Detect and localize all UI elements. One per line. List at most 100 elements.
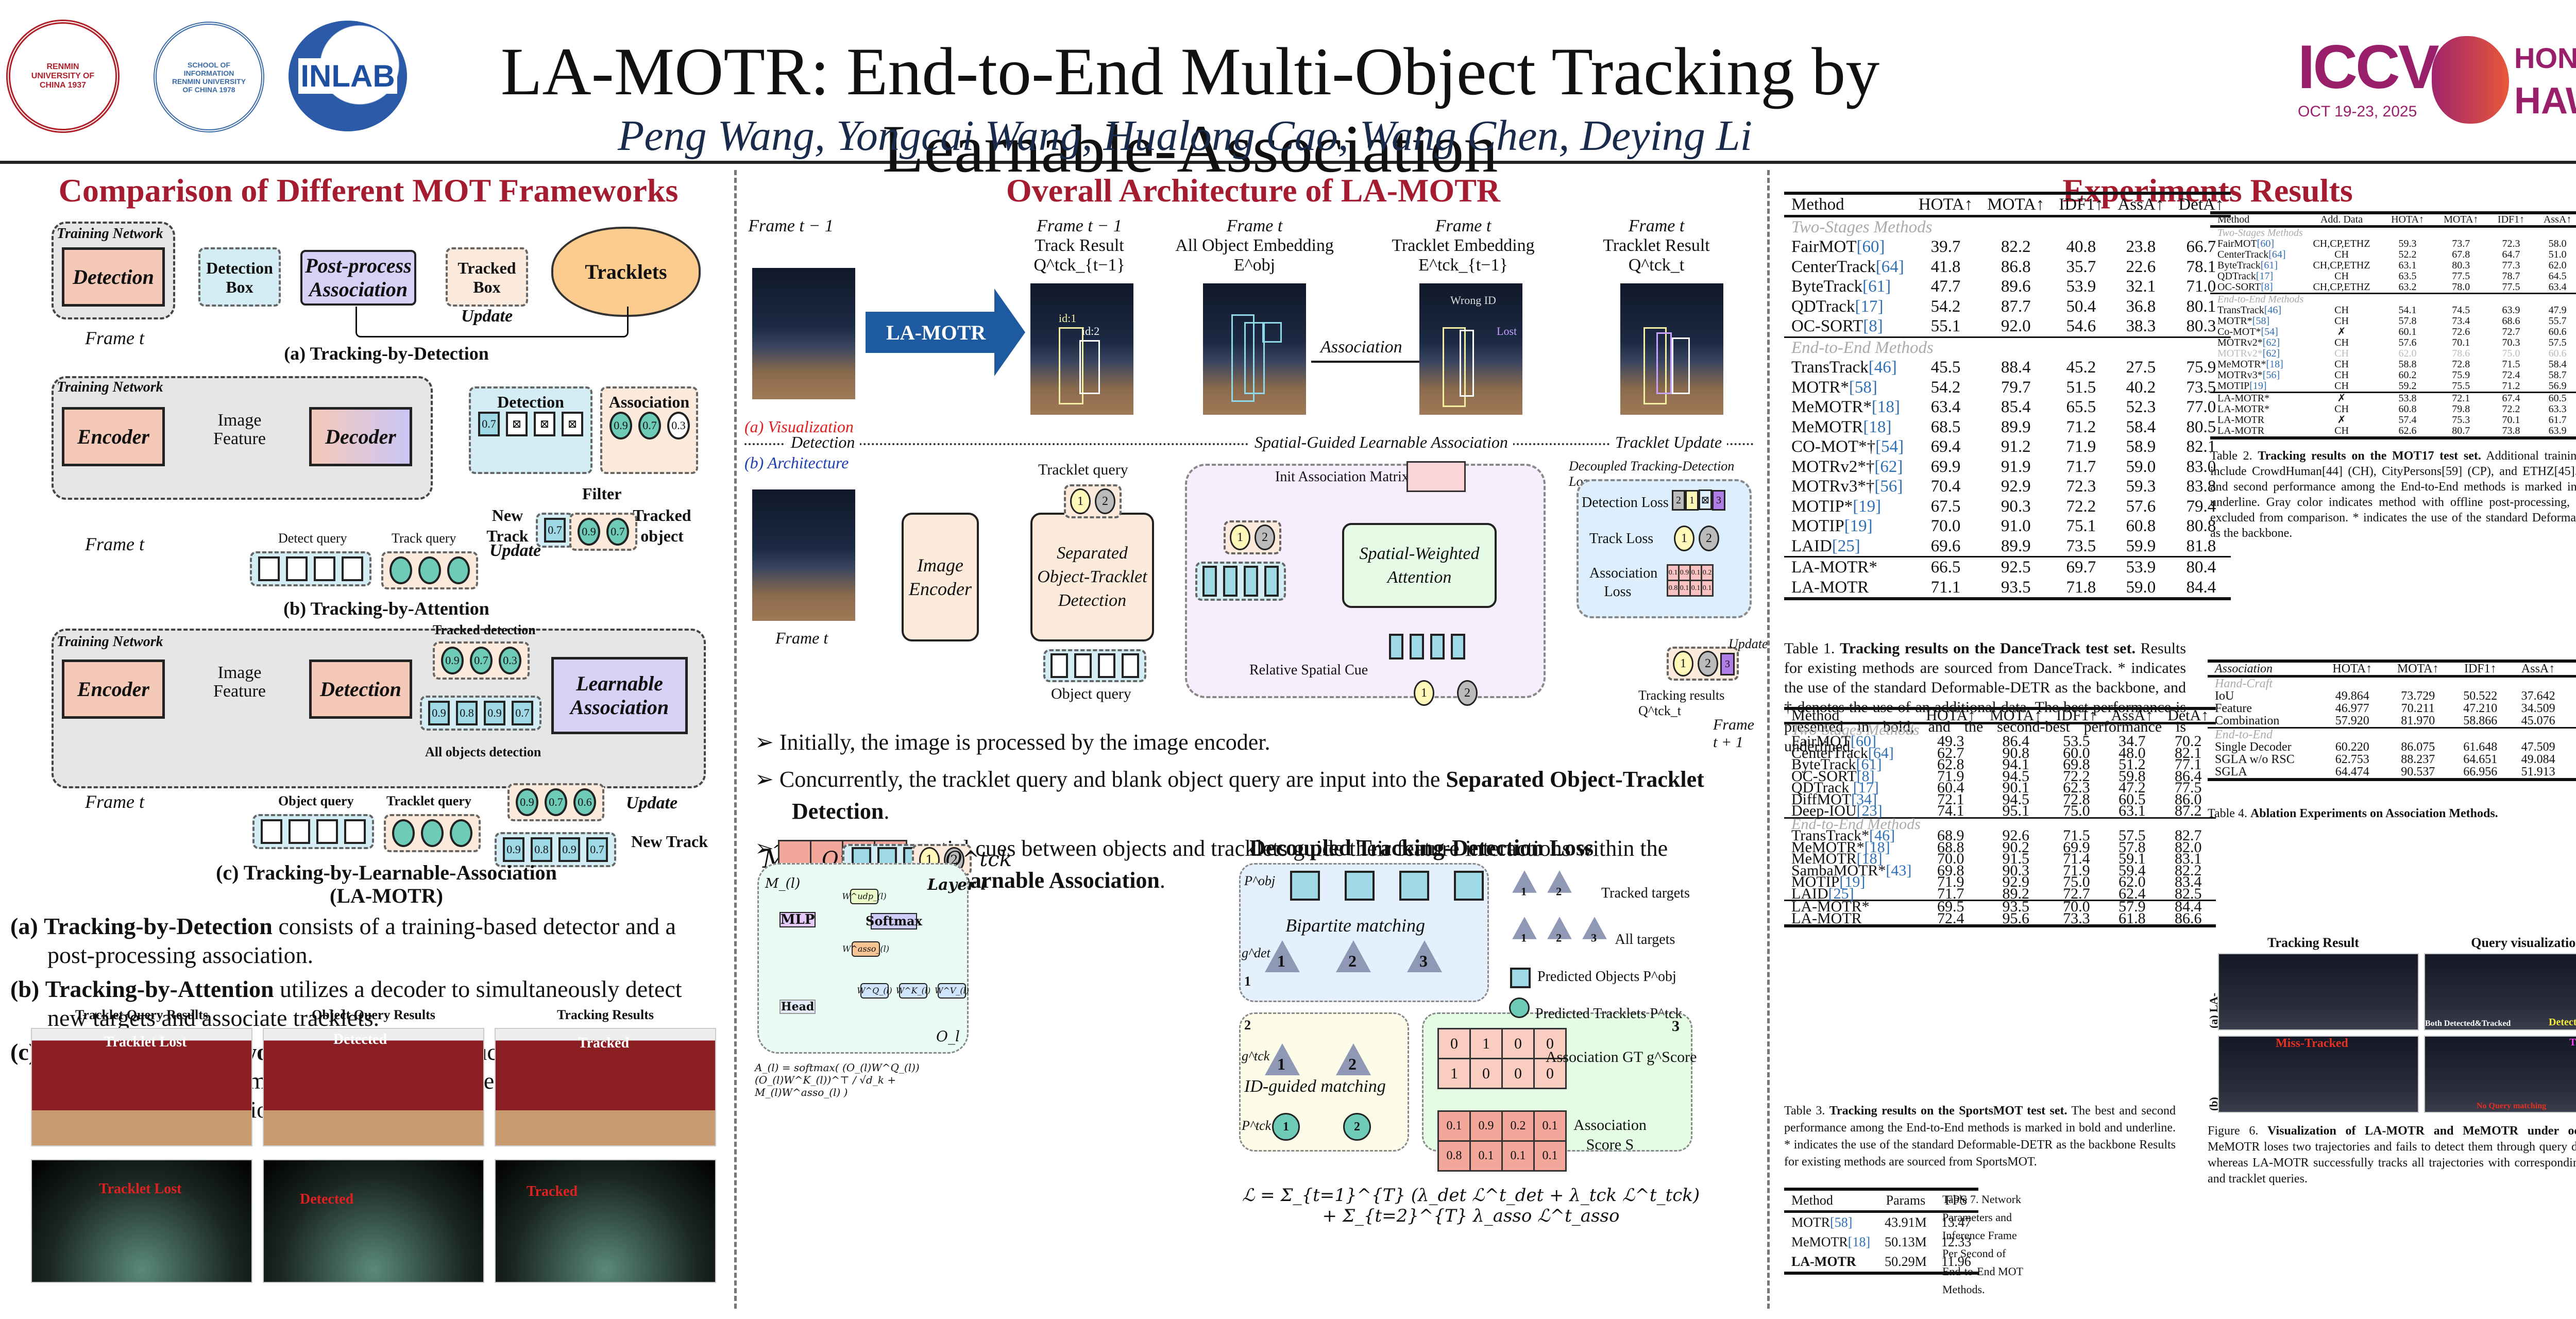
- column-header: IDF1↑: [2059, 195, 2104, 214]
- value-cell: 57.8: [2398, 315, 2417, 327]
- fig6-la-motr-query: Both Detected&Tracked Detection: [2424, 953, 2576, 1030]
- value-cell: 58.9: [2126, 437, 2156, 456]
- value-cell: 80.366: [2567, 766, 2576, 780]
- diagram-tracking-by-attention: Training Network Encoder Image Feature D…: [10, 376, 726, 593]
- value-cell: 71.9: [2063, 861, 2090, 879]
- method-cell: MOTIP*[19]: [1791, 497, 1882, 516]
- table1-caption: Table 1. Tracking results on the DanceTr…: [1784, 640, 2186, 755]
- method-cell: MOTRv2*†[62]: [1791, 457, 1903, 476]
- value-cell: 63.1: [2398, 260, 2417, 271]
- method-cell: TransTrack*[46]: [1791, 827, 1895, 844]
- value-cell: 37.642: [2521, 689, 2555, 703]
- value-cell: 47.210: [2463, 702, 2498, 715]
- column-header: Method: [1791, 707, 1840, 724]
- tracked-box-group: Tracked Box: [446, 247, 528, 307]
- value-cell: 93.5: [2002, 898, 2029, 915]
- value-cell: 50.13M: [1885, 1235, 1927, 1249]
- value-cell: ✗: [2337, 393, 2346, 404]
- value-cell: 47.509: [2521, 740, 2555, 754]
- value-cell: CH,CP,ETHZ: [2313, 260, 2370, 271]
- group-label: End-to-End: [2215, 728, 2273, 741]
- value-cell: 94.5: [2002, 767, 2029, 785]
- method-cell: MOTR*[58]: [2217, 315, 2270, 327]
- value-cell: 71.5: [2502, 359, 2520, 370]
- method-cell: QDTrack[17]: [2217, 270, 2274, 282]
- value-cell: CH: [2334, 369, 2349, 381]
- method-cell: Deep-IOU[23]: [1791, 802, 1883, 819]
- value-cell: 61.7: [2548, 414, 2567, 426]
- table7-caption: Table 7. Network Parameters and Inferenc…: [1942, 1193, 2023, 1296]
- value-cell: 47.9: [2548, 305, 2567, 316]
- method-cell: SGLA w/o RSC: [2215, 753, 2295, 766]
- table-row: SGLA w/o RSC62.75388.23764.65149.08478.9…: [2208, 753, 2576, 766]
- value-cell: 69.4: [1930, 437, 1961, 456]
- value-cell: 52.2: [2398, 249, 2417, 260]
- value-cell: 80.4: [2186, 558, 2216, 577]
- value-cell: 95.1: [2002, 802, 2029, 819]
- section-title-comparison: Comparison of Different MOT Frameworks: [58, 172, 679, 209]
- method-cell: LA-MOTR*: [1791, 898, 1870, 915]
- value-cell: 90.537: [2401, 765, 2435, 779]
- value-cell: CH: [2334, 380, 2349, 392]
- value-cell: 22.6: [2126, 257, 2156, 276]
- value-cell: 69.6: [1930, 536, 1961, 555]
- arch-bullet-1: ➢ Initially, the image is processed by t…: [755, 730, 1270, 755]
- value-cell: 72.8: [2063, 790, 2090, 808]
- encoder-block: Encoder: [62, 407, 165, 466]
- value-cell: 84.4: [2186, 578, 2216, 597]
- method-cell: FairMOT[60]: [1791, 238, 1885, 256]
- value-cell: 82.2: [2174, 861, 2202, 879]
- method-cell: CenterTrack[64]: [1791, 744, 1894, 762]
- value-cell: 35.7: [2066, 257, 2096, 276]
- value-cell: 55.7: [2548, 315, 2567, 327]
- value-cell: 88.237: [2401, 753, 2435, 766]
- value-cell: 75.0: [2063, 802, 2090, 819]
- value-cell: 83.8: [2186, 477, 2216, 496]
- method-cell: SambaMOTR*[43]: [1791, 861, 1912, 879]
- column-header: HOTA↑: [2391, 214, 2425, 225]
- value-cell: 66.7: [2186, 238, 2216, 256]
- value-cell: 75.9: [2186, 358, 2216, 377]
- column-header: AssA↑: [2543, 214, 2572, 225]
- frame-t-minus-1-image: [752, 268, 855, 399]
- value-cell: CH: [2334, 315, 2349, 327]
- value-cell: 91.2: [2001, 437, 2031, 456]
- init-association-matrix: [1406, 461, 1466, 492]
- value-cell: 60.5: [2119, 790, 2146, 808]
- value-cell: 66.458: [2567, 690, 2576, 702]
- value-cell: 34.509: [2521, 702, 2555, 715]
- value-cell: 51.2: [2119, 756, 2146, 773]
- method-cell: MeMOTR*[18]: [1791, 838, 1890, 856]
- value-cell: 62.8: [1937, 756, 1964, 773]
- value-cell: 83.0: [2186, 457, 2216, 476]
- value-cell: 72.8: [2452, 359, 2470, 370]
- value-cell: 64.5: [2548, 270, 2567, 282]
- value-cell: 59.9: [2126, 536, 2156, 555]
- column-divider-1: [734, 170, 737, 1309]
- column-header: MOTA↑: [1987, 195, 2045, 214]
- value-cell: 61.648: [2463, 740, 2498, 754]
- column-header: MOTA↑: [1990, 707, 2042, 724]
- dance-tracklet-image: Tracklet Lost: [31, 1028, 252, 1146]
- stage-tracking-image: Tracked: [495, 1159, 716, 1283]
- value-cell: 54.2: [1930, 297, 1961, 316]
- table-row: Single Decoder60.22086.07561.64847.50975…: [2208, 741, 2576, 753]
- value-cell: 65.5: [2066, 398, 2096, 416]
- value-cell: 75.0: [2063, 873, 2090, 890]
- value-cell: 86.6: [2174, 909, 2202, 927]
- column-header: DetA↑: [2567, 661, 2576, 677]
- right-column: Experiments Results: [1783, 170, 2576, 1314]
- value-cell: 69.9: [2063, 838, 2090, 856]
- bullet-b: (b) Tracking-by-Attention utilizes a dec…: [10, 976, 682, 1031]
- value-cell: 82.2: [2001, 238, 2031, 256]
- value-cell: 73.8: [2502, 425, 2520, 436]
- value-cell: 11.96: [1941, 1254, 1971, 1269]
